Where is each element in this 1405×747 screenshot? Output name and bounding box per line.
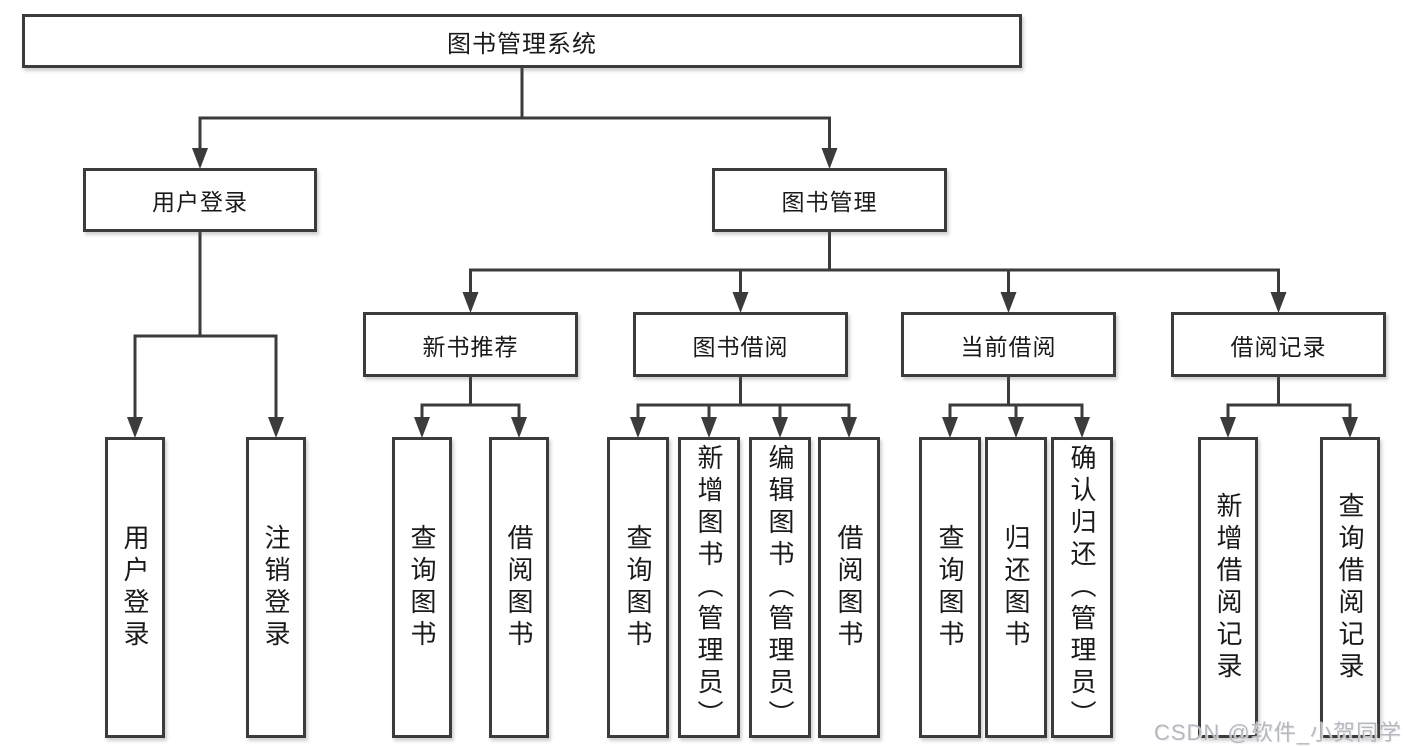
node-book-management-system: 图书管理系统 xyxy=(22,14,1022,68)
node-confirm-return-admin: 确认归还（管理员） xyxy=(1051,437,1113,738)
node-user-login-leaf: 用户登录 xyxy=(105,437,165,738)
node-query-books-3: 查询图书 xyxy=(919,437,981,738)
node-user-login: 用户登录 xyxy=(83,168,317,232)
node-query-books-2: 查询图书 xyxy=(607,437,669,738)
node-book-borrowing: 图书借阅 xyxy=(633,312,848,377)
node-query-books-1: 查询图书 xyxy=(392,437,452,738)
node-borrowing-records: 借阅记录 xyxy=(1171,312,1386,377)
node-query-borrow-record: 查询借阅记录 xyxy=(1320,437,1380,738)
node-borrow-books-1: 借阅图书 xyxy=(489,437,549,738)
node-logout: 注销登录 xyxy=(246,437,306,738)
node-borrow-books-2: 借阅图书 xyxy=(818,437,880,738)
node-add-borrow-record: 新增借阅记录 xyxy=(1198,437,1258,738)
node-book-management: 图书管理 xyxy=(712,168,947,232)
node-edit-book-admin: 编辑图书（管理员） xyxy=(749,437,811,738)
node-new-book-recommendation: 新书推荐 xyxy=(363,312,578,377)
csdn-watermark: CSDN @软件_小贺同学 xyxy=(1153,720,1402,745)
node-return-book: 归还图书 xyxy=(985,437,1047,738)
node-add-book-admin: 新增图书（管理员） xyxy=(678,437,740,738)
node-current-borrowing: 当前借阅 xyxy=(901,312,1116,377)
